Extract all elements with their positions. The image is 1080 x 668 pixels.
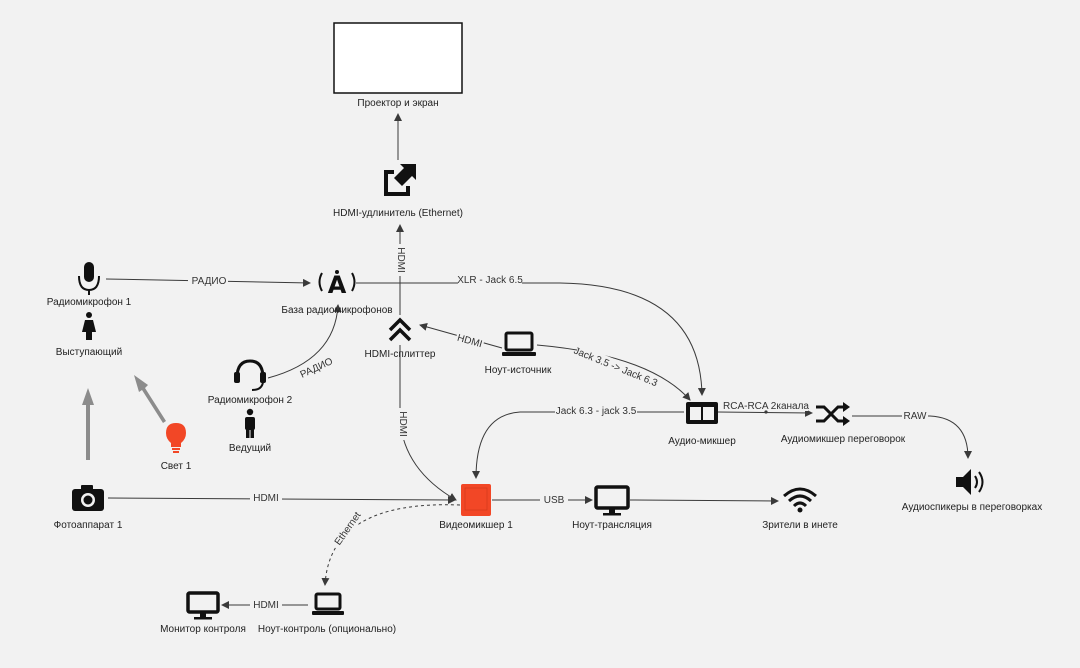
source-laptop-node[interactable]: Ноут-источник xyxy=(485,331,552,376)
edge-video-control xyxy=(321,504,461,586)
radio-mic-1-node[interactable]: Радиомикрофон 1 xyxy=(47,262,132,308)
wifi-icon xyxy=(783,487,817,513)
edge-stream-viewers xyxy=(629,496,779,505)
control-laptop-label: Ноут-контроль (опционально) xyxy=(258,624,396,635)
audio-mixer-node[interactable]: Аудио-микшер xyxy=(668,402,736,447)
edge-label-mic1-base: РАДИО xyxy=(192,276,227,287)
host-person-label: Ведущий xyxy=(229,443,271,454)
camera-icon xyxy=(72,485,104,511)
edge-meeting-speakers xyxy=(852,415,972,459)
radio-mic-2-node[interactable]: Радиомикрофон 2 xyxy=(208,359,293,406)
edge-label-source-audio: Jack 3.5 -> Jack 6.3 xyxy=(572,346,659,390)
edge-label-audio-video: Jack 6.3 - jack 3.5 xyxy=(556,406,637,417)
double-chevron-up-icon xyxy=(388,317,412,342)
edge-mic2-base xyxy=(267,304,342,379)
edge-label-video-stream: USB xyxy=(544,495,565,506)
tablet-icon xyxy=(461,484,491,516)
light-1-label: Свет 1 xyxy=(161,461,192,472)
hdmi-extender-node[interactable]: HDMI-удлинитель (Ethernet) xyxy=(333,164,463,219)
monitor-icon xyxy=(594,485,630,516)
radio-base-label: База радиомикрофонов xyxy=(281,304,392,316)
headset-icon xyxy=(234,359,266,391)
edge-label-splitter-extender: HDMI xyxy=(395,247,406,273)
source-laptop-label: Ноут-источник xyxy=(485,365,552,376)
hdmi-splitter-node[interactable]: HDMI-сплиттер xyxy=(365,317,436,360)
edge-label-meeting-speakers: RAW xyxy=(904,411,928,422)
microphone-icon xyxy=(78,262,100,295)
viewers-node[interactable]: Зрители в инете xyxy=(762,487,838,531)
speakers-node[interactable]: Аудиоспикеры в переговорках xyxy=(902,469,1042,513)
audio-mixer-label: Аудио-микшер xyxy=(668,436,736,447)
camera-1-node[interactable]: Фотоаппарат 1 xyxy=(54,485,123,531)
edge-label-source-splitter: HDMI xyxy=(456,333,484,351)
edge-label-mic2-base: РАДИО xyxy=(299,356,335,381)
edge-label-base-audio: XLR - Jack 6.5 xyxy=(457,275,523,286)
radio-base-node[interactable]: A База радиомикрофонов xyxy=(281,270,393,316)
lightbulb-icon xyxy=(166,423,186,453)
edge-audio-video xyxy=(472,411,684,479)
viewers-label: Зрители в инете xyxy=(762,520,838,531)
screen-rectangle xyxy=(333,22,463,94)
stream-laptop-label: Ноут-трансляция xyxy=(572,520,652,531)
video-mixer-node[interactable]: Видеомикшер 1 xyxy=(439,484,513,531)
host-person-node[interactable]: Ведущий xyxy=(229,408,271,454)
antenna-icon: A xyxy=(318,270,356,299)
edge-label-splitter-video: HDMI xyxy=(397,411,408,437)
laptop-icon xyxy=(312,592,344,615)
external-link-icon xyxy=(384,164,416,196)
video-mixer-label: Видеомикшер 1 xyxy=(439,520,513,531)
edge-label-video-control: Ethernet xyxy=(333,510,364,547)
hdmi-splitter-label: HDMI-сплиттер xyxy=(365,349,436,360)
gray-arrow-camera-to-speaker xyxy=(82,388,94,460)
man-icon xyxy=(245,408,255,438)
speakers-label: Аудиоспикеры в переговорках xyxy=(902,502,1042,513)
camera-1-label: Фотоаппарат 1 xyxy=(54,520,123,531)
edge-source-audio xyxy=(536,344,691,401)
control-monitor-node[interactable]: Монитор контроля xyxy=(160,591,246,635)
edge-label-camera-video: HDMI xyxy=(253,493,279,504)
svg-text:A: A xyxy=(328,271,347,299)
radio-mic-1-label: Радиомикрофон 1 xyxy=(47,296,132,308)
hdmi-extender-label: HDMI-удлинитель (Ethernet) xyxy=(333,208,463,219)
radio-mic-2-label: Радиомикрофон 2 xyxy=(208,394,293,406)
control-laptop-node[interactable]: Ноут-контроль (опционально) xyxy=(258,592,396,635)
control-monitor-label: Монитор контроля xyxy=(160,624,246,635)
stream-laptop-node[interactable]: Ноут-трансляция xyxy=(572,485,652,531)
woman-icon xyxy=(82,312,96,340)
projector-label: Проектор и экран xyxy=(357,98,438,109)
edge-base-audio xyxy=(356,282,706,396)
projector-node[interactable]: Проектор и экран xyxy=(333,22,463,109)
speaker-icon xyxy=(956,469,984,495)
shuffle-icon xyxy=(816,402,850,426)
meeting-mixer-node[interactable]: Аудиомикшер переговорок xyxy=(781,402,906,445)
speaker-person-node[interactable]: Выступающий xyxy=(56,312,122,358)
gray-arrow-light-to-speaker xyxy=(134,375,166,423)
edge-label-audio-meeting: RCA-RCA 2канала xyxy=(723,401,809,412)
mixer-icon xyxy=(686,402,718,424)
edge-label-control-monitor: HDMI xyxy=(253,600,279,611)
meeting-mixer-label: Аудиомикшер переговорок xyxy=(781,434,906,445)
speaker-person-label: Выступающий xyxy=(56,347,122,358)
monitor-icon xyxy=(186,591,220,620)
laptop-icon xyxy=(502,331,536,356)
light-1-node[interactable]: Свет 1 xyxy=(161,423,192,472)
